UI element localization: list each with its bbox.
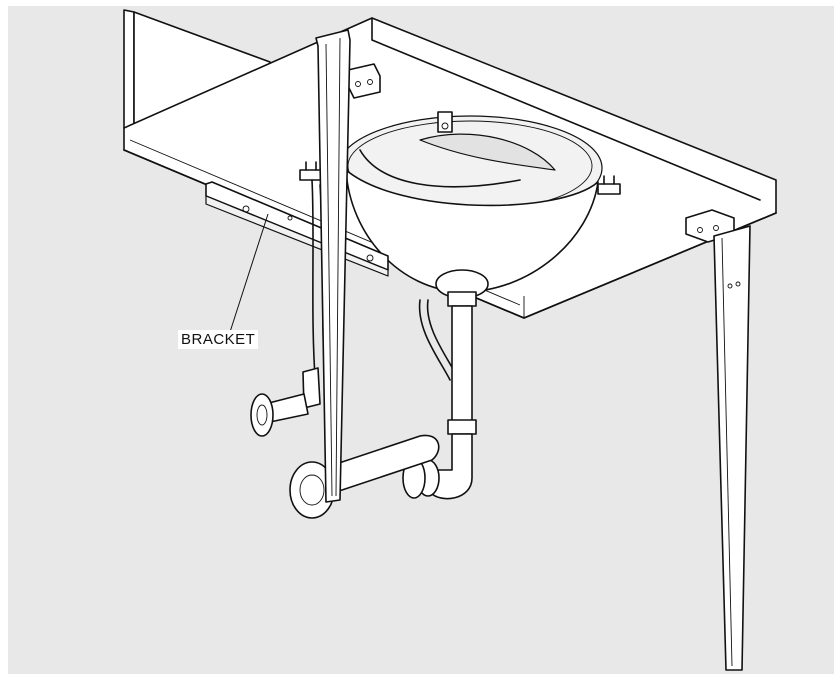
drain-assembly bbox=[402, 269, 489, 500]
sink-bowl bbox=[337, 115, 603, 293]
right-leg bbox=[713, 225, 751, 671]
bracket-callout-leader bbox=[229, 213, 269, 333]
sink-clips bbox=[299, 111, 621, 195]
front-left-leg bbox=[315, 29, 351, 503]
bracket-callout-label: BRACKET bbox=[178, 330, 259, 349]
waste-arm bbox=[289, 434, 440, 519]
